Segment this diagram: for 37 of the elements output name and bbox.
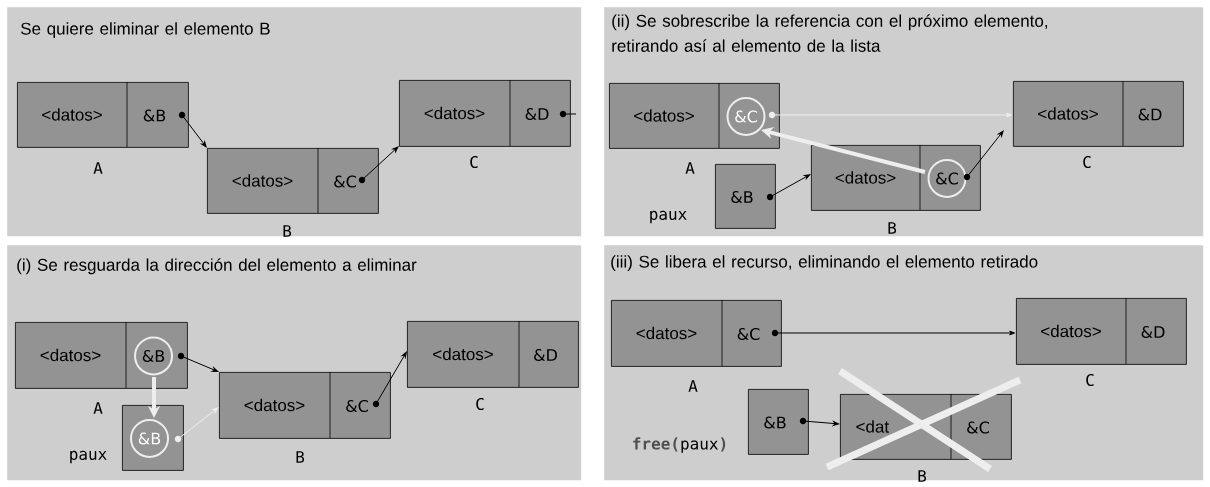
node-label: B	[918, 470, 927, 482]
list-node: <datos> &C	[207, 147, 379, 214]
arrow	[361, 146, 399, 181]
node-label: paux	[70, 450, 107, 464]
node-label: C	[470, 155, 478, 169]
list-node: <datos> &D	[1016, 297, 1187, 365]
arrow	[181, 114, 207, 148]
list-node: <datos> &C	[811, 144, 981, 211]
list-node: <datos> &D	[407, 320, 579, 388]
node-label: B	[283, 225, 292, 237]
arrow	[769, 174, 811, 198]
node-label: A	[688, 380, 698, 392]
node-label: C	[1086, 373, 1094, 387]
arrow	[966, 130, 1004, 178]
node-label: free(paux)	[633, 437, 726, 453]
node-label: A	[93, 162, 103, 174]
node-label: paux	[650, 210, 687, 224]
list-node: &B	[715, 164, 776, 229]
node-label: C	[476, 397, 484, 411]
node-label: B	[888, 222, 897, 234]
list-node: <datos> &B	[17, 81, 189, 148]
node-label: A	[93, 402, 103, 414]
arrow	[180, 355, 219, 372]
list-node: <datos> &C	[219, 371, 391, 439]
list-node: <datos> &C	[611, 299, 782, 367]
list-node: <datos> &C	[609, 82, 780, 149]
list-node: <datos> &D	[1013, 80, 1184, 147]
arrow	[177, 407, 219, 440]
list-node: &B	[122, 405, 184, 471]
list-node: <datos> &B	[15, 321, 188, 389]
node-label: B	[296, 451, 305, 463]
list-node: &B	[748, 389, 809, 455]
node-label: C	[1083, 155, 1091, 169]
list-node: <datos> &D	[399, 79, 571, 147]
node-label: A	[685, 162, 695, 174]
arrow	[375, 351, 407, 405]
arrow	[802, 420, 840, 426]
